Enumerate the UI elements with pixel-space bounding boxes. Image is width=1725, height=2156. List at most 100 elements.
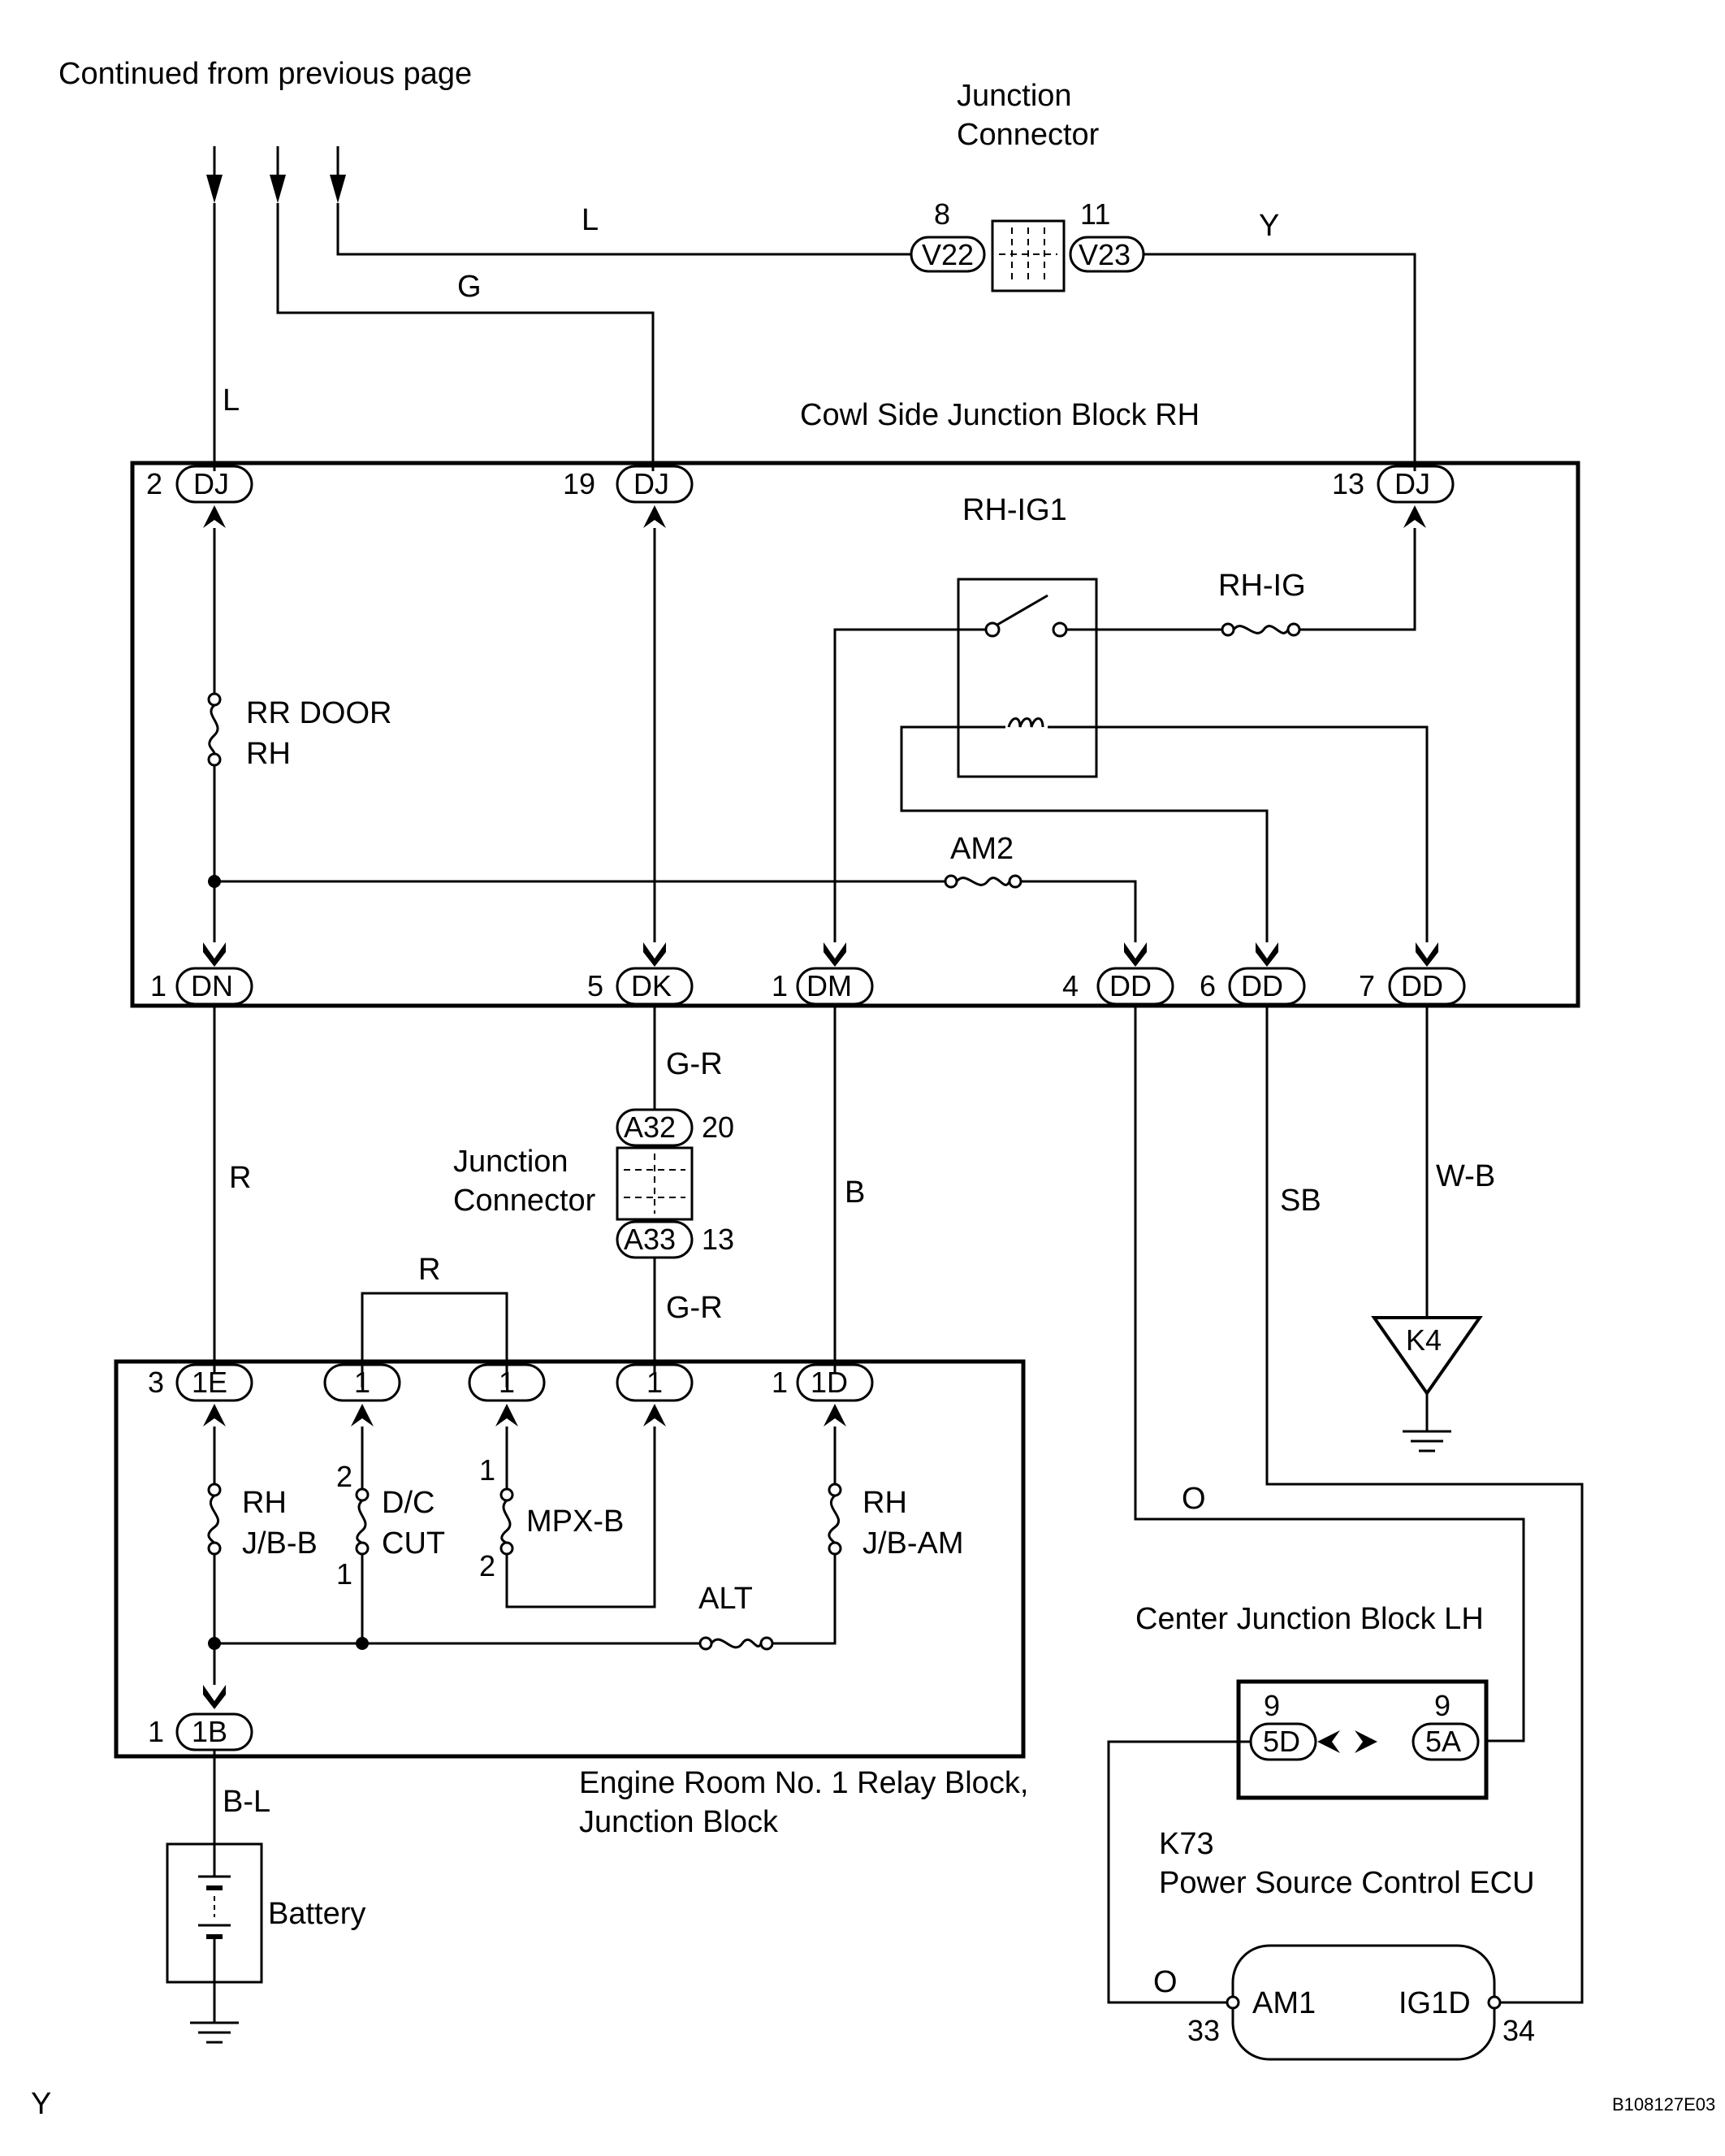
fuse-am2-label: AM2 — [950, 832, 1014, 866]
svg-text:9: 9 — [1264, 1689, 1280, 1722]
svg-text:DD: DD — [1241, 969, 1283, 1002]
svg-text:13: 13 — [702, 1223, 734, 1256]
wire-label-g: G — [457, 270, 482, 304]
cowl-block-title: Cowl Side Junction Block RH — [800, 398, 1200, 432]
dc-cut-pin-bottom: 1 — [336, 1557, 352, 1591]
fuse-rh-ig-label: RH-IG — [1218, 569, 1306, 603]
svg-text:A33: A33 — [624, 1223, 676, 1256]
fuse-rh-jb-am-label-2: J/B-AM — [862, 1526, 964, 1561]
wire-label-o-right: O — [1182, 1482, 1206, 1516]
footer-left-mark: Y — [31, 2087, 51, 2121]
wire-label-w-b: W-B — [1436, 1159, 1495, 1193]
svg-text:5: 5 — [587, 969, 603, 1002]
junction-connector-mid-label-1: Junction — [453, 1145, 569, 1179]
svg-text:3: 3 — [148, 1366, 164, 1399]
svg-text:2: 2 — [146, 467, 162, 500]
wire-label-g-r-lower: G-R — [666, 1291, 723, 1325]
svg-text:11: 11 — [1080, 197, 1110, 231]
continued-label: Continued from previous page — [58, 57, 472, 91]
engine-block-title-1: Engine Room No. 1 Relay Block, — [579, 1766, 1028, 1800]
svg-text:DD: DD — [1109, 969, 1152, 1002]
engine-block-frame — [114, 1359, 1026, 1759]
svg-text:DN: DN — [191, 969, 233, 1002]
engine-top-connectors: 1E 3 1 1 1 1D 1 — [148, 1363, 874, 1427]
center-block-title: Center Junction Block LH — [1135, 1602, 1484, 1636]
junction-connector-mid-label-2: Connector — [453, 1184, 596, 1218]
svg-text:1: 1 — [354, 1366, 370, 1399]
fuse-dc-cut — [355, 1487, 370, 1556]
fuse-alt-label: ALT — [698, 1582, 753, 1616]
svg-text:8: 8 — [934, 197, 950, 231]
svg-text:34: 34 — [1502, 2014, 1535, 2047]
cowl-block-frame — [130, 461, 1580, 1008]
svg-text:9: 9 — [1434, 1689, 1450, 1722]
junction-connector-mid: A32 20 A33 13 — [616, 1108, 734, 1259]
fuse-rh-jb-b — [207, 1483, 222, 1556]
mpx-b-pin-bottom: 2 — [479, 1549, 495, 1582]
svg-text:DJ: DJ — [633, 467, 669, 500]
mid-wires — [213, 1004, 1584, 2004]
svg-text:20: 20 — [702, 1110, 734, 1144]
svg-text:DJ: DJ — [193, 467, 229, 500]
svg-text:DJ: DJ — [1394, 467, 1430, 500]
top-wires — [213, 203, 1416, 471]
engine-internal-wires — [208, 1427, 837, 1685]
svg-text:K4: K4 — [1406, 1323, 1442, 1357]
fuse-rh-jb-b-label-1: RH — [242, 1486, 287, 1520]
ground-k4: K4 — [1371, 1316, 1483, 1452]
fuse-dc-cut-label-1: D/C — [382, 1486, 434, 1520]
wire-label-b: B — [845, 1175, 865, 1210]
wire-label-l: L — [581, 203, 599, 237]
ecu-title-1: K73 — [1159, 1827, 1214, 1861]
svg-text:IG1D: IG1D — [1399, 1986, 1471, 2020]
svg-text:6: 6 — [1200, 969, 1216, 1002]
svg-text:1E: 1E — [192, 1366, 227, 1399]
relay-rh-ig1 — [957, 578, 1098, 778]
svg-text:V22: V22 — [922, 238, 974, 271]
svg-text:V23: V23 — [1079, 238, 1131, 271]
svg-text:1: 1 — [499, 1366, 515, 1399]
svg-text:13: 13 — [1332, 467, 1364, 500]
ecu-k73: AM1 IG1D 33 34 — [1187, 1944, 1535, 2061]
cowl-internal-wires — [208, 528, 1429, 942]
svg-text:1: 1 — [646, 1366, 663, 1399]
wire-label-r: R — [229, 1161, 251, 1195]
fuse-rh-jb-am — [828, 1483, 842, 1556]
fuse-rr-door-label-1: RR DOOR — [246, 696, 391, 730]
fuse-rh-jb-am-label-1: RH — [862, 1486, 907, 1520]
svg-text:4: 4 — [1062, 969, 1079, 1002]
incoming-arrows — [206, 146, 346, 203]
fuse-rh-ig — [1221, 622, 1301, 637]
svg-text:1: 1 — [772, 969, 788, 1002]
svg-text:A32: A32 — [624, 1110, 676, 1144]
svg-text:5D: 5D — [1263, 1725, 1300, 1758]
engine-bottom-connector: 1B 1 — [148, 1685, 253, 1751]
center-block-frame — [1236, 1679, 1489, 1800]
wire-label-b-l: B-L — [223, 1785, 270, 1819]
battery-label: Battery — [268, 1897, 365, 1931]
fuse-alt — [698, 1636, 774, 1651]
engine-block-title-2: Junction Block — [579, 1805, 779, 1839]
wire-label-r-jumper: R — [418, 1253, 440, 1287]
wire-label-o-bottom: O — [1153, 1965, 1178, 1999]
svg-text:DD: DD — [1401, 969, 1443, 1002]
svg-text:33: 33 — [1187, 2014, 1220, 2047]
svg-text:1: 1 — [772, 1366, 788, 1399]
fuse-mpx-b-label: MPX-B — [526, 1504, 624, 1539]
ecu-title-2: Power Source Control ECU — [1159, 1866, 1535, 1900]
wire-label-l-left: L — [223, 383, 240, 418]
battery-symbol — [166, 1842, 263, 2044]
junction-connector-top: V22 8 V23 11 — [910, 197, 1145, 292]
figure-id: B108127E03 — [1612, 2094, 1715, 2115]
svg-text:1: 1 — [150, 969, 166, 1002]
svg-text:7: 7 — [1359, 969, 1375, 1002]
relay-label-rh-ig1: RH-IG1 — [962, 493, 1067, 527]
wire-label-sb: SB — [1280, 1184, 1321, 1218]
svg-text:19: 19 — [563, 467, 595, 500]
svg-text:AM1: AM1 — [1252, 1986, 1316, 2020]
svg-text:5A: 5A — [1425, 1725, 1461, 1758]
wire-label-g-r-upper: G-R — [666, 1047, 723, 1081]
svg-text:DM: DM — [806, 969, 852, 1002]
junction-connector-top-label-1: Junction — [957, 79, 1072, 113]
cowl-bottom-connectors: DN 1 DK 5 DM 1 DD 4 DD 6 DD 7 — [150, 942, 1466, 1006]
